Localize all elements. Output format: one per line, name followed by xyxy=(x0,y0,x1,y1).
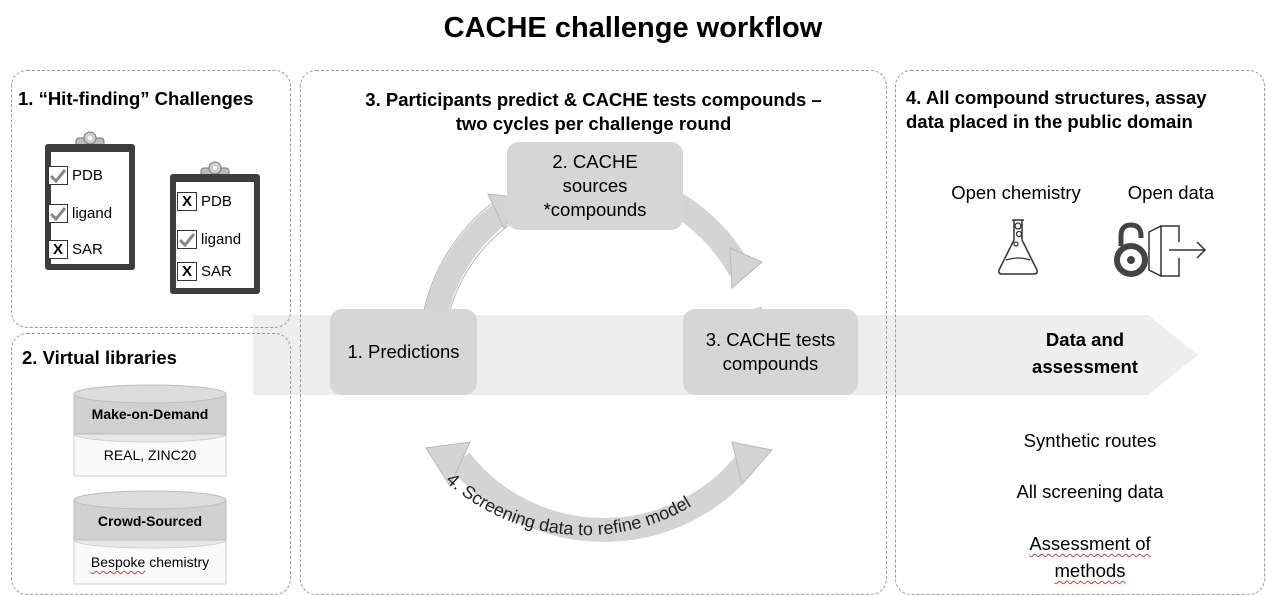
x-mark-icon: X xyxy=(177,262,197,281)
clipboard-item-label: PDB xyxy=(201,193,232,210)
clipboard-right-row-2: ligand xyxy=(177,230,241,249)
clipboard-item-label: PDB xyxy=(72,167,103,184)
x-mark-icon: X xyxy=(177,192,197,211)
step-1-predictions: 1. Predictions xyxy=(330,309,477,395)
database-make-on-demand: Make-on-Demand REAL, ZINC20 xyxy=(73,384,227,478)
panel-hit-finding xyxy=(11,70,291,328)
flask-icon xyxy=(996,218,1040,281)
data-and-assessment-label: Data and assessment xyxy=(1032,329,1138,377)
checkmark-icon xyxy=(177,230,197,249)
panel-predict-test-title-line-1: 3. Participants predict & CACHE tests co… xyxy=(365,89,822,110)
svg-text:4. Screening data to refine mo: 4. Screening data to refine model xyxy=(443,469,694,539)
panel-predict-test-title: 3. Participants predict & CACHE tests co… xyxy=(300,88,887,136)
clipboard-item-label: ligand xyxy=(72,205,113,222)
diagram-title: CACHE challenge workflow xyxy=(443,12,823,44)
panel-virtual-libraries-title: 2. Virtual libraries xyxy=(22,347,177,368)
clipboard-left: PDB ligand X SAR xyxy=(45,130,135,270)
panel-hit-finding-title: 1. “Hit-finding” Challenges xyxy=(18,88,254,109)
open-access-lock-icon xyxy=(1113,222,1149,283)
clipboard-item-label: SAR xyxy=(72,241,103,258)
clipboard-left-row-3: X SAR xyxy=(48,240,103,259)
database-bottom-label: REAL, ZINC20 xyxy=(103,447,197,463)
cycle-step-4-label: 4. Screening data to refine model xyxy=(443,469,694,539)
clipboard-right-row-1: X PDB xyxy=(177,192,232,211)
synthetic-routes-label: Synthetic routes xyxy=(1023,430,1157,451)
clipboard-right-row-3: X SAR xyxy=(177,262,232,281)
step-2-cache-sources: 2. CACHE sources *compounds xyxy=(507,142,683,230)
checkmark-icon xyxy=(48,166,68,185)
step-3-cache-tests: 3. CACHE tests compounds xyxy=(683,309,858,395)
panel-public-domain-title-line-1: 4. All compound structures, assay xyxy=(906,87,1207,108)
database-top-label: Make-on-Demand xyxy=(91,406,209,422)
exit-door-icon xyxy=(1145,222,1211,283)
panel-public-domain-title-line-2: data placed in the public domain xyxy=(906,111,1193,132)
clipboard-left-row-2: ligand xyxy=(48,204,112,223)
database-top-label: Crowd-Sourced xyxy=(97,513,203,529)
clipboard-item-label: SAR xyxy=(201,263,232,280)
assessment-of-methods-label: Assessment of methods xyxy=(1029,533,1151,581)
database-crowd-sourced: Crowd-Sourced Bespoke chemistry xyxy=(73,490,227,586)
checkmark-icon xyxy=(48,204,68,223)
open-data-label: Open data xyxy=(1127,182,1215,203)
database-bottom-label: Bespoke chemistry xyxy=(90,554,210,570)
clipboard-item-label: ligand xyxy=(201,231,242,248)
clipboard-right: X PDB ligand X SAR xyxy=(170,160,260,294)
open-chemistry-label: Open chemistry xyxy=(951,182,1081,203)
clipboard-left-row-1: PDB xyxy=(48,166,103,185)
panel-public-domain-title: 4. All compound structures, assay data p… xyxy=(906,86,1207,134)
panel-predict-test-title-line-2: two cycles per challenge round xyxy=(455,113,732,134)
all-screening-data-label: All screening data xyxy=(1016,481,1164,502)
x-mark-icon: X xyxy=(48,240,68,259)
